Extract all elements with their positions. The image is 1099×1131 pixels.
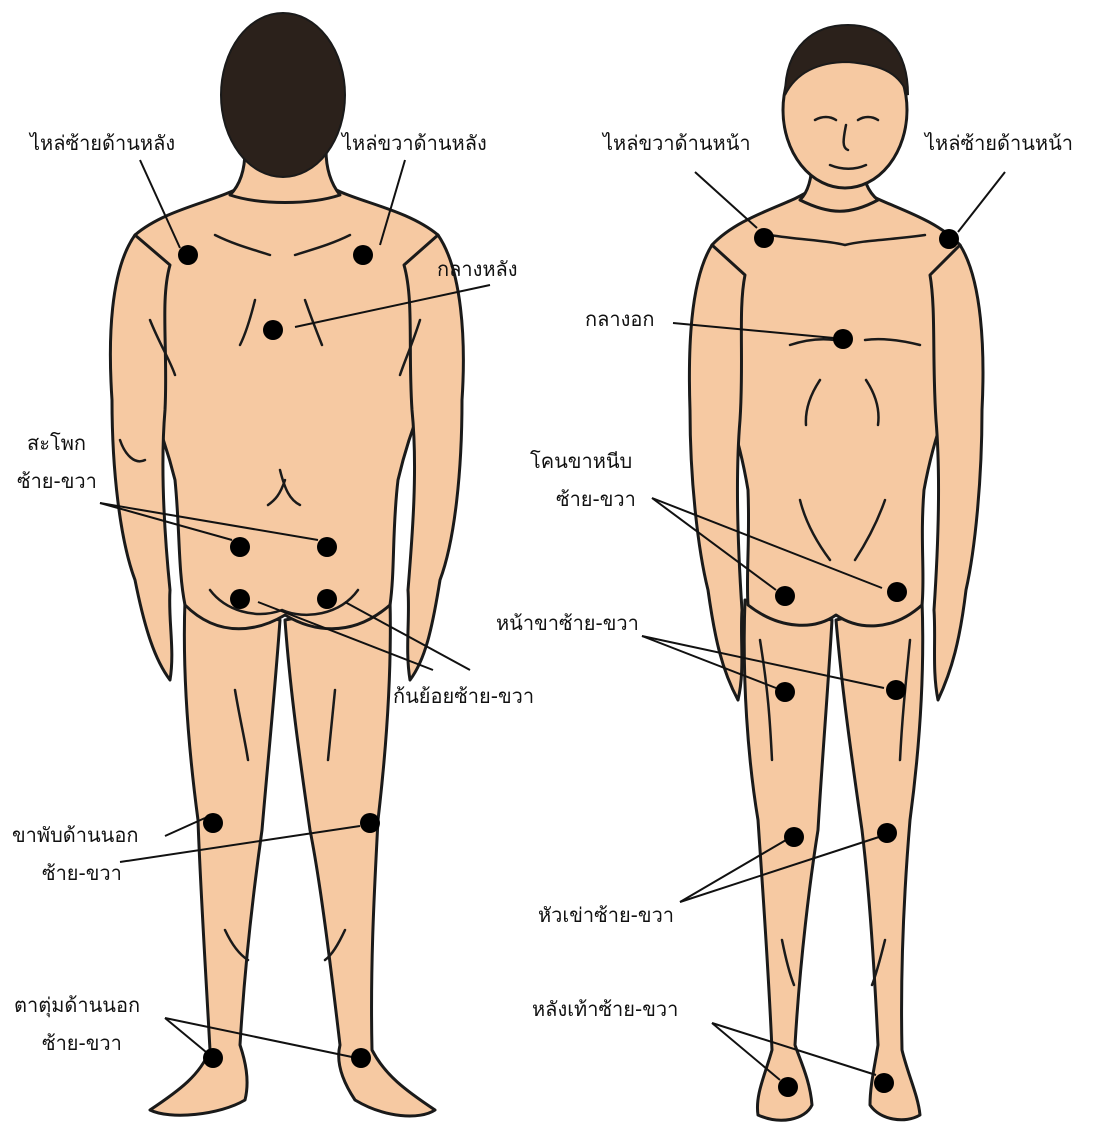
back-head-hair: [221, 13, 345, 177]
dot-groin-left: [887, 582, 907, 602]
back-view-figure: [110, 13, 463, 1116]
front-view-figure: [689, 25, 983, 1120]
front-right-leg: [744, 600, 832, 1120]
label-buttocks: ก้นย้อยซ้าย-ขวา: [393, 684, 534, 708]
label-knee-front: หัวเข่าซ้าย-ขวา: [538, 903, 674, 927]
dot-hip-right: [317, 537, 337, 557]
dot-knee-back-right: [360, 813, 380, 833]
label-instep: หลังเท้าซ้าย-ขวา: [532, 997, 678, 1021]
label-ankle-line2: ซ้าย-ขวา: [42, 1031, 122, 1055]
label-front-shoulder-right: ไหล่ขวาด้านหน้า: [601, 131, 751, 155]
dot-mid-chest: [833, 329, 853, 349]
label-ankle-line1: ตาตุ่มด้านนอก: [14, 993, 140, 1018]
dot-knee-left: [877, 823, 897, 843]
dot-buttock-right: [317, 589, 337, 609]
label-back-shoulder-left: ไหล่ซ้ายด้านหลัง: [28, 131, 175, 155]
front-left-leg: [836, 600, 923, 1120]
leader-line: [958, 172, 1005, 232]
label-hip-line1: สะโพก: [27, 431, 86, 455]
label-front-shoulder-left: ไหล่ซ้ายด้านหน้า: [923, 131, 1073, 155]
dot-ankle-right: [351, 1048, 371, 1068]
dot-back-shoulder-right: [353, 245, 373, 265]
leader-line: [165, 1018, 352, 1057]
dot-thigh-right: [775, 682, 795, 702]
label-groin-line2: ซ้าย-ขวา: [556, 487, 636, 511]
dot-front-shoulder-right: [754, 228, 774, 248]
dot-groin-right: [775, 586, 795, 606]
label-hip-line2: ซ้าย-ขวา: [17, 469, 97, 493]
label-knee-back-line1: ขาพับด้านนอก: [12, 823, 138, 847]
back-left-arm: [110, 235, 171, 680]
dot-back-shoulder-left: [178, 245, 198, 265]
dot-hip-left: [230, 537, 250, 557]
dot-ankle-left: [203, 1048, 223, 1068]
label-mid-back: กลางหลัง: [437, 257, 518, 281]
dot-buttock-left: [230, 589, 250, 609]
dot-front-shoulder-left: [939, 229, 959, 249]
leader-line: [695, 172, 757, 228]
dot-mid-back: [263, 320, 283, 340]
label-knee-back-line2: ซ้าย-ขวา: [42, 861, 122, 885]
front-left-arm: [930, 245, 983, 700]
dot-instep-right: [778, 1077, 798, 1097]
dot-knee-right: [784, 827, 804, 847]
dot-thigh-left: [886, 680, 906, 700]
label-mid-chest: กลางอก: [585, 307, 654, 331]
front-right-arm: [689, 245, 745, 700]
label-back-shoulder-right: ไหล่ขวาด้านหลัง: [340, 131, 487, 155]
dot-knee-back-left: [203, 813, 223, 833]
dot-instep-left: [874, 1073, 894, 1093]
label-groin-line1: โคนขาหนีบ: [530, 449, 632, 473]
label-thigh-front: หน้าขาซ้าย-ขวา: [496, 611, 639, 635]
